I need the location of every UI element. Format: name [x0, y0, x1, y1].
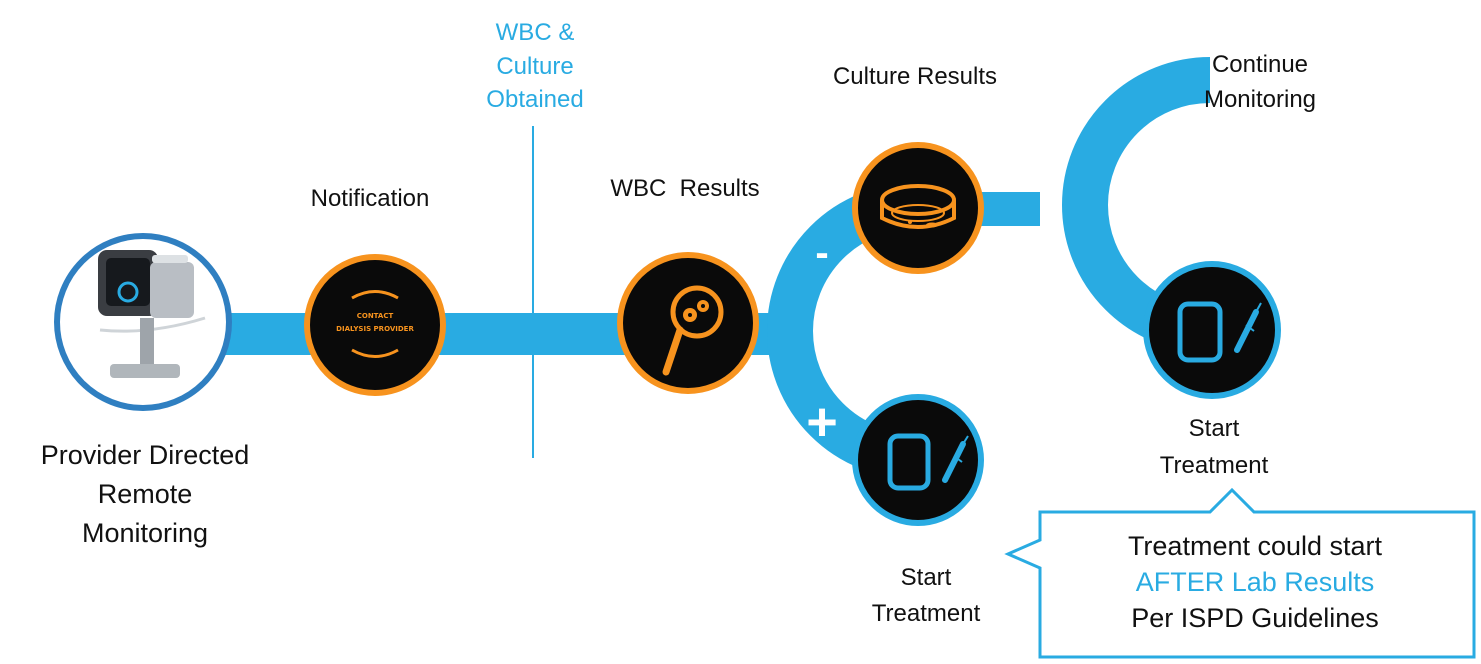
monitoring-label-line2: Remote: [97, 479, 193, 510]
start-treatment-label-lower: Start Treatment: [836, 560, 1016, 632]
callout-line1: Treatment could start: [1127, 531, 1383, 561]
notification-badge-line1: CONTACT: [357, 312, 394, 320]
wbc-results-node: [617, 252, 759, 394]
wbc-culture-obtained-line3: Obtained: [486, 86, 584, 114]
iv-bag-syringe-icon: [1177, 301, 1262, 363]
iv-bag-syringe-icon: [887, 433, 969, 491]
start-treatment-label-upper: Start Treatment: [1124, 410, 1304, 484]
start-treatment-node-upper: [1143, 261, 1281, 399]
callout-text: Treatment could start AFTER Lab Results …: [1040, 528, 1470, 637]
culture-results-label: Culture Results: [832, 63, 998, 90]
start-treatment-lower-line2: Treatment: [871, 600, 981, 627]
wbc-results-label: WBC Results: [610, 175, 760, 202]
wbc-culture-obtained-line2: Culture: [496, 52, 574, 80]
continue-monitoring-line2: Monitoring: [1203, 85, 1317, 113]
continue-monitoring-label: Continue Monitoring: [1170, 48, 1350, 118]
wbc-positive-sign: +: [806, 392, 838, 452]
guideline-callout-box: [1004, 487, 1476, 659]
continue-monitoring-line1: Continue: [1211, 51, 1309, 78]
contact-provider-badge-icon: CONTACT DIALYSIS PROVIDER: [336, 290, 414, 358]
notification-badge-line2: DIALYSIS PROVIDER: [336, 325, 414, 333]
monitoring-node: [54, 233, 232, 411]
culture-results-node: [852, 142, 984, 274]
notification-label: Notification: [310, 185, 430, 212]
monitoring-label-line1: Provider Directed: [40, 440, 250, 470]
notification-node: CONTACT DIALYSIS PROVIDER: [304, 254, 446, 396]
callout-line3: Per ISPD Guidelines: [1131, 603, 1379, 634]
magnifying-glass-cells-icon: [662, 285, 724, 376]
callout-line2: AFTER Lab Results: [1135, 567, 1375, 598]
start-treatment-lower-line1: Start: [900, 564, 952, 591]
petri-dish-icon: [880, 184, 956, 229]
start-treatment-upper-line2: Treatment: [1159, 452, 1269, 480]
start-treatment-upper-line1: Start: [1188, 415, 1240, 442]
wbc-culture-obtained-line1: WBC &: [495, 19, 575, 46]
dialysis-machine-icon: [98, 250, 206, 378]
wbc-culture-obtained-label: WBC & Culture Obtained: [445, 16, 625, 117]
wbc-negative-sign: -: [815, 231, 828, 275]
start-treatment-node-lower: [852, 394, 984, 526]
culture-negative-sign: -: [1061, 95, 1074, 139]
monitoring-label: Provider Directed Remote Monitoring: [10, 436, 280, 553]
culture-positive-sign: +: [1055, 282, 1087, 342]
monitoring-label-line3: Monitoring: [81, 518, 209, 549]
